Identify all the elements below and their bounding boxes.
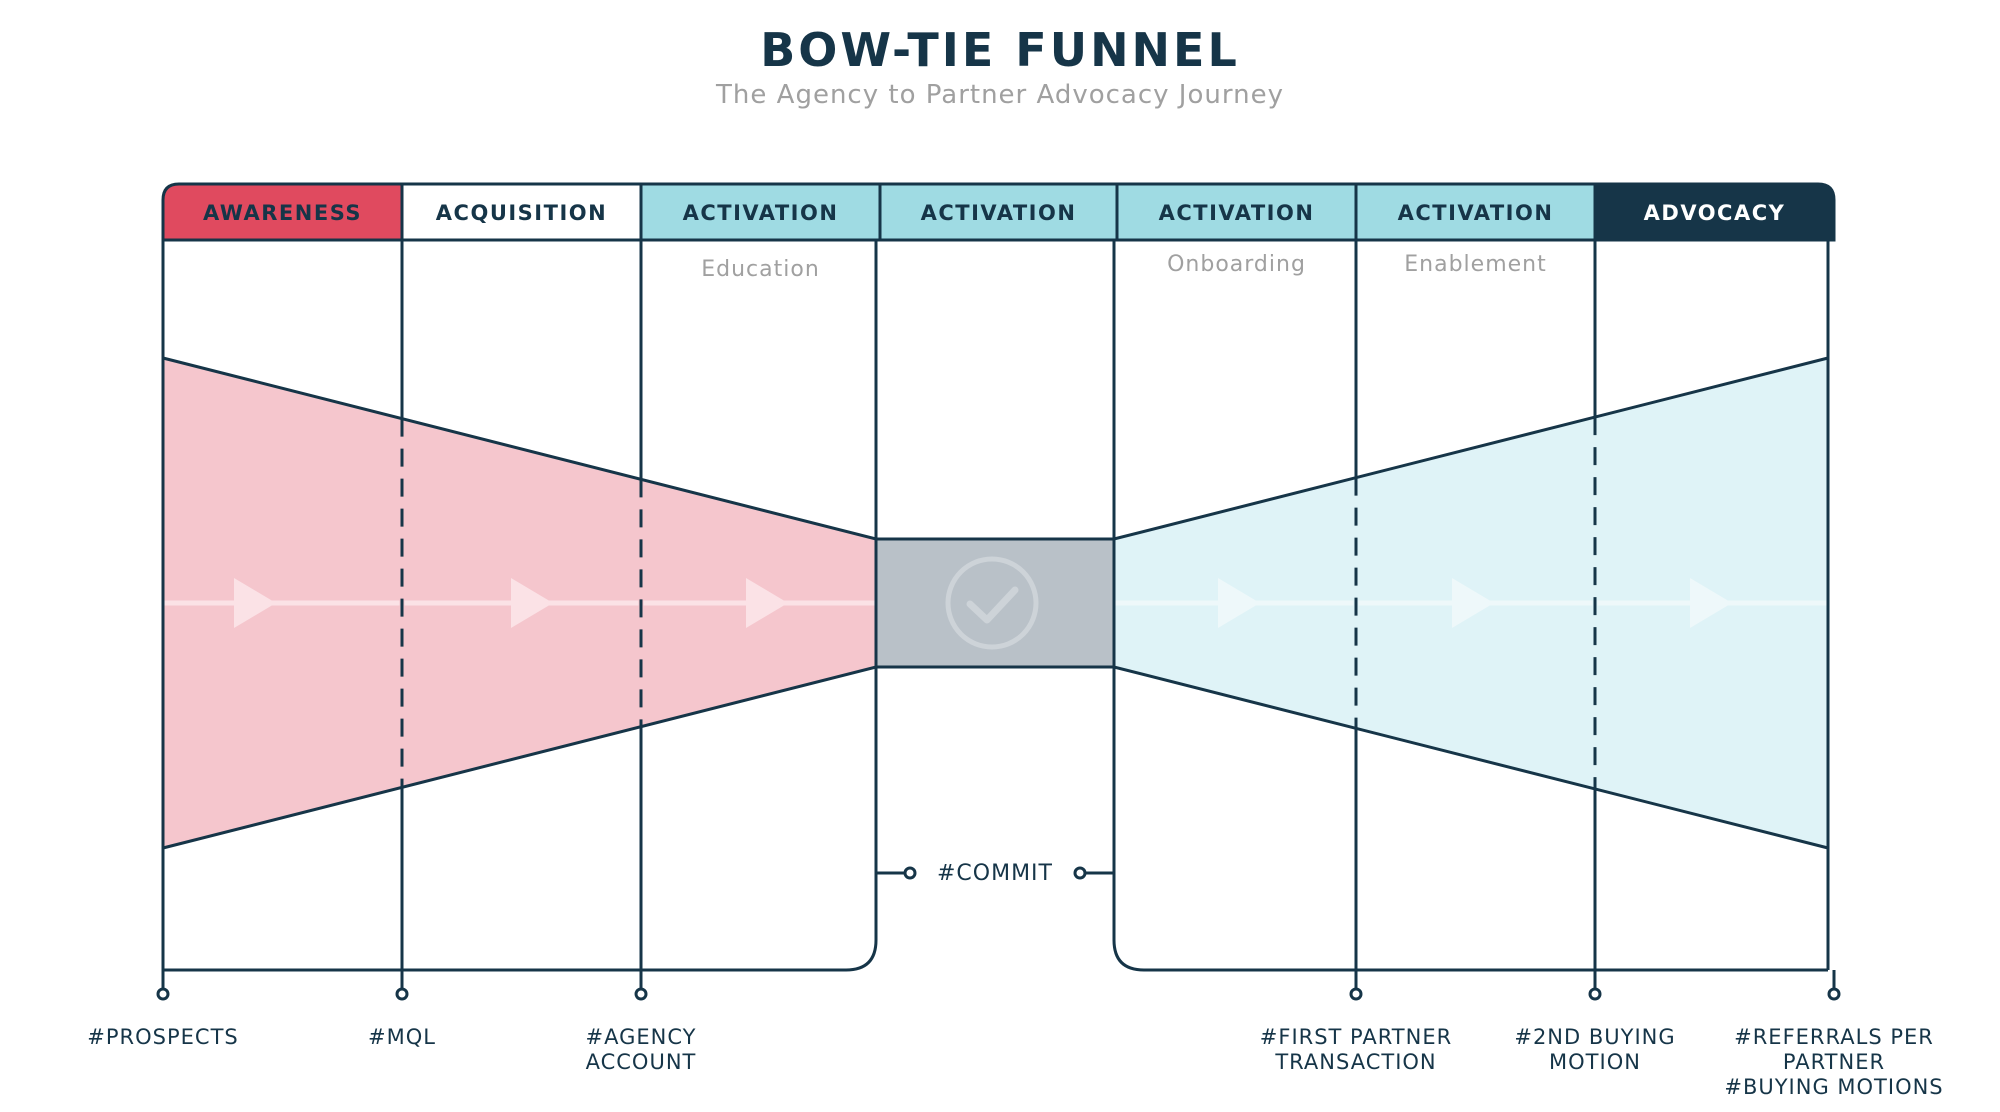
bottom-frame: #COMMIT [163, 240, 1828, 972]
checkmark-circle-icon [945, 556, 1039, 650]
flow-arrow-2 [511, 578, 553, 628]
metric-label: TRANSACTION [1274, 1050, 1436, 1074]
stage-header-cell [639, 182, 882, 242]
left-bracket [163, 240, 878, 972]
metric-node [156, 987, 170, 1001]
stage-label: ACTIVATION [1398, 201, 1554, 225]
stage-sublabel: Onboarding [1167, 252, 1306, 277]
metric-node [1588, 987, 1602, 1001]
metric-label: PARTNER [1783, 1050, 1885, 1074]
stage-columns [161, 240, 1830, 970]
metric-label: #2ND BUYING [1514, 1025, 1675, 1049]
stage-label: ACTIVATION [921, 201, 1077, 225]
flow-arrow-1 [234, 578, 276, 628]
stage-label: ACTIVATION [683, 201, 839, 225]
flow-arrow-5 [1452, 578, 1494, 628]
metric-label: #BUYING MOTIONS [1724, 1075, 1943, 1099]
stage-label: AWARENESS [203, 201, 362, 225]
stage-label: ACTIVATION [1159, 201, 1315, 225]
metric-label: #REFERRALS PER [1734, 1025, 1934, 1049]
metric-label: #AGENCY [586, 1025, 697, 1049]
page-subtitle: The Agency to Partner Advocacy Journey [715, 80, 1284, 110]
funnel-shapes [162, 356, 1829, 850]
metric-label: ACCOUNT [586, 1050, 697, 1074]
stage-header-cell [1354, 182, 1597, 242]
metric-label: #FIRST PARTNER [1260, 1025, 1452, 1049]
commit-node-left [903, 866, 917, 880]
flow-arrow-3 [746, 578, 788, 628]
stage-sublabel: Education [701, 257, 820, 282]
metric-node [634, 987, 648, 1001]
metric-label: #PROSPECTS [87, 1025, 238, 1049]
flow-arrows [163, 578, 1828, 628]
commit-label: #COMMIT [937, 861, 1053, 886]
right-bracket [1112, 240, 1828, 972]
metric-node [395, 987, 409, 1001]
stage-header-cell [161, 182, 404, 242]
stage-header-cell [400, 182, 643, 242]
metric-label: MOTION [1549, 1050, 1641, 1074]
commit-node-right [1073, 866, 1087, 880]
stage-label: ADVOCACY [1644, 201, 1786, 225]
metric-node [1827, 987, 1841, 1001]
flow-arrow-6 [1690, 578, 1732, 628]
stage-header-cell [1115, 182, 1358, 242]
page-title: BOW-TIE FUNNEL [760, 23, 1240, 77]
stage-label: ACQUISITION [436, 201, 607, 225]
stage-header-cell [1593, 182, 1836, 242]
flow-arrow-4 [1218, 578, 1260, 628]
stage-sublabel: Enablement [1404, 252, 1546, 277]
metric-label: #MQL [368, 1025, 436, 1049]
metric-node [1349, 987, 1363, 1001]
stage-header-bar: AWARENESS ACQUISITION ACTIVATION Education A… [161, 182, 1836, 282]
